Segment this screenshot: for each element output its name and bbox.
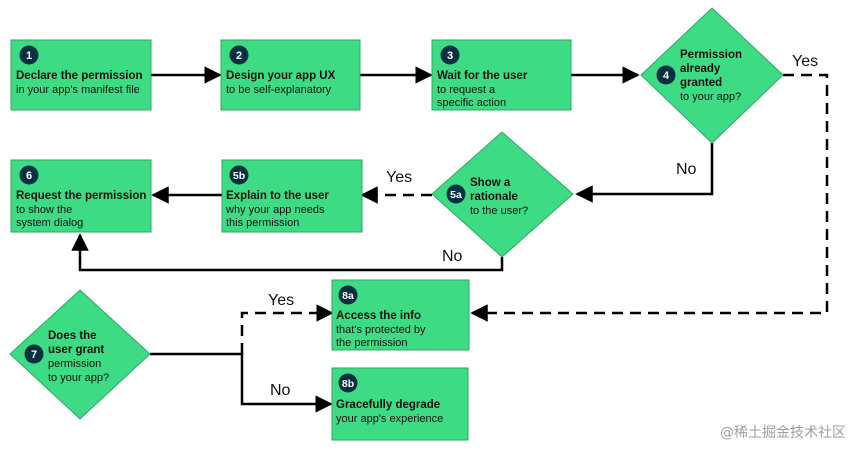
node-4-title-line-2: already xyxy=(680,63,721,75)
node-3-title: Wait for the user xyxy=(437,70,528,82)
svg-text:4: 4 xyxy=(663,70,670,82)
node-8a-body-line-1: that's protected by xyxy=(336,324,426,336)
node-1-declare-permission: 1 Declare the permission in your app's m… xyxy=(10,39,152,111)
badge-8a xyxy=(338,285,358,305)
edge-7-yes-to-8a xyxy=(240,304,334,354)
svg-text:8a: 8a xyxy=(342,290,354,302)
edge-label-no-4: No xyxy=(676,161,697,178)
edge-4-no-to-5a xyxy=(575,143,714,203)
node-5a-title-line-1: Show a xyxy=(470,177,511,189)
node-5b-body-line-2: this permission xyxy=(226,217,299,229)
watermark: @稀土掘金技术社区 xyxy=(720,425,846,441)
badge-4 xyxy=(656,65,676,85)
node-7-body-line-1: permission xyxy=(48,358,101,370)
node-2-design-ux: 2 Design your app UX to be self-explanat… xyxy=(220,39,361,111)
node-2-title: Design your app UX xyxy=(226,70,336,82)
node-4-title-line-1: Permission xyxy=(680,49,742,61)
edge-label-yes-4: Yes xyxy=(792,53,818,70)
badge-2 xyxy=(229,45,249,65)
svg-text:8b: 8b xyxy=(342,378,354,390)
badge-5b xyxy=(229,165,249,185)
node-5a-body: to the user? xyxy=(470,205,528,217)
svg-text:6: 6 xyxy=(26,170,32,182)
node-2-body: to be self-explanatory xyxy=(226,84,332,96)
node-6-body-line-1: to show the xyxy=(16,204,72,216)
node-8b-title: Gracefully degrade xyxy=(336,399,440,411)
node-7-title-line-2: user grant xyxy=(48,344,104,356)
node-6-title: Request the permission xyxy=(16,190,146,202)
svg-text:3: 3 xyxy=(447,50,453,62)
edge-4-yes-to-8a xyxy=(470,73,829,322)
node-6-request-permission: 6 Request the permission to show the sys… xyxy=(10,159,152,233)
badge-1 xyxy=(19,45,39,65)
node-5a-show-rationale-decision: 5a Show a rationale to the user? xyxy=(431,131,574,258)
edges xyxy=(71,66,829,413)
node-3-wait-for-user: 3 Wait for the user to request a specifi… xyxy=(431,39,572,111)
node-8b-body: your app's experience xyxy=(336,413,443,425)
edge-5a-no-to-6 xyxy=(71,233,504,272)
edge-label-no-7: No xyxy=(270,382,291,399)
node-4-body: to your app? xyxy=(680,91,741,103)
svg-text:1: 1 xyxy=(26,50,32,62)
badge-5a xyxy=(446,184,466,204)
node-5b-explain-to-user: 5b Explain to the user why your app need… xyxy=(221,159,363,233)
badge-8b xyxy=(338,373,358,393)
svg-text:2: 2 xyxy=(236,50,242,62)
node-5b-title: Explain to the user xyxy=(226,190,329,202)
node-7-body-line-2: to your app? xyxy=(48,372,109,384)
node-7-title-line-1: Does the xyxy=(48,330,97,342)
node-5b-body-line-1: why your app needs xyxy=(225,204,325,216)
edge-label-yes-5a: Yes xyxy=(386,169,412,186)
badge-7 xyxy=(24,344,44,364)
node-1-title: Declare the permission xyxy=(16,70,143,82)
node-1-body: in your app's manifest file xyxy=(16,84,140,96)
node-4-title-line-3: granted xyxy=(680,77,722,89)
node-7-user-grant-decision: 7 Does the user grant permission to your… xyxy=(9,289,151,420)
svg-text:7: 7 xyxy=(31,349,37,361)
svg-text:5a: 5a xyxy=(450,189,462,201)
edge-label-yes-7: Yes xyxy=(268,292,294,309)
node-5a-title-line-2: rationale xyxy=(470,191,518,203)
node-8a-title: Access the info xyxy=(336,310,421,322)
node-3-body-line-2: specific action xyxy=(437,97,506,109)
badge-6 xyxy=(19,165,39,185)
node-8a-body-line-2: the permission xyxy=(336,337,408,349)
node-3-body-line-1: to request a xyxy=(437,84,496,96)
node-8b-gracefully-degrade: 8b Gracefully degrade your app's experie… xyxy=(331,367,469,441)
edge-label-no-5a: No xyxy=(442,248,463,265)
edge-7-no-to-8b xyxy=(150,352,333,413)
node-4-permission-granted-decision: 4 Permission already granted to your app… xyxy=(640,7,784,144)
node-6-body-line-2: system dialog xyxy=(16,217,83,229)
badge-3 xyxy=(440,45,460,65)
svg-text:5b: 5b xyxy=(233,170,245,182)
node-8a-access-info: 8a Access the info that's protected by t… xyxy=(331,279,470,351)
